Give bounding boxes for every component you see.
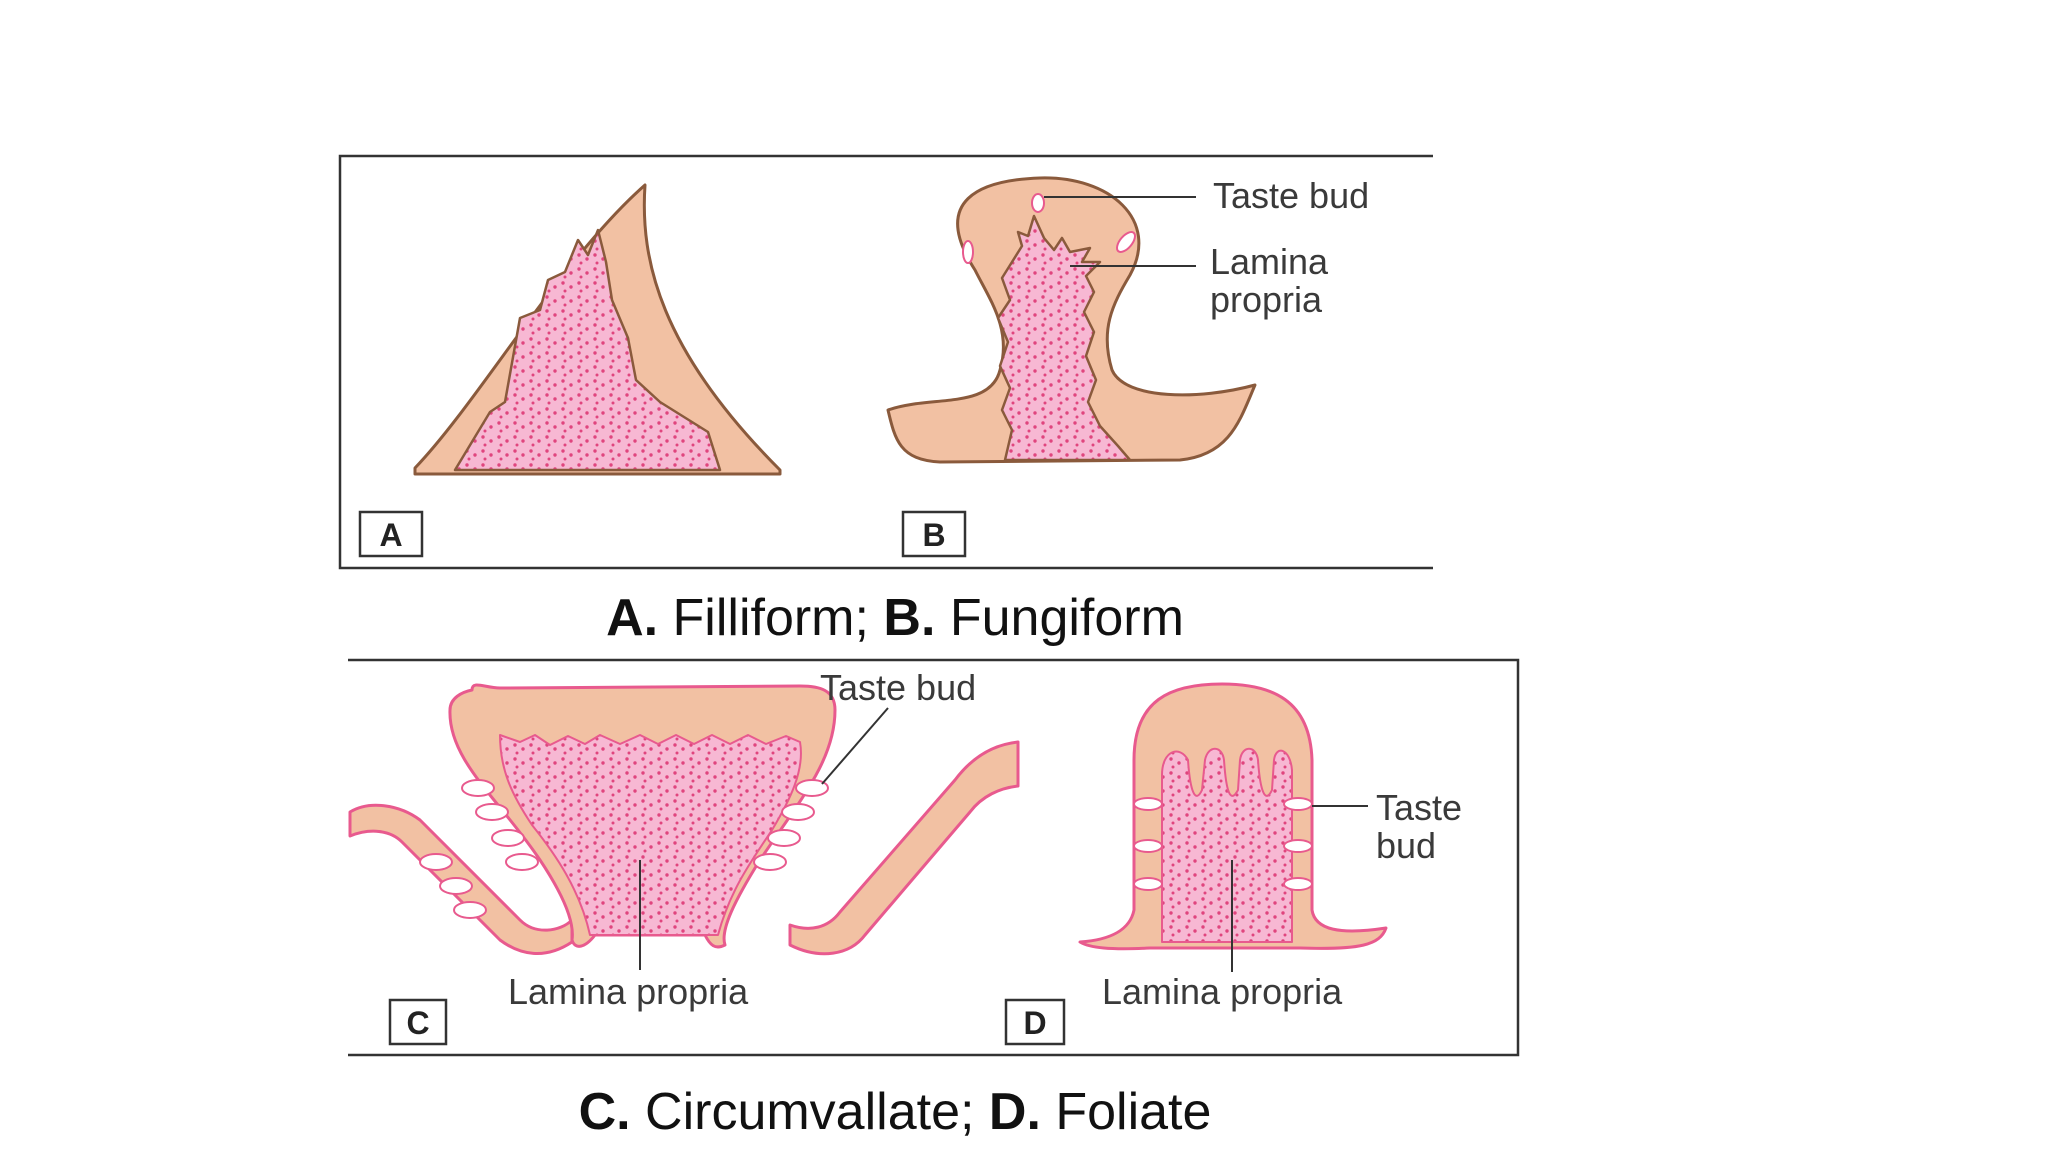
panel-b-letter-box: B [901,510,967,558]
caption-c-name: Circumvallate; [645,1083,975,1141]
panel-c-letter: C [406,1005,429,1041]
caption-bottom: C. Circumvallate; D. Foliate [0,1082,1790,1142]
taste-bud-top [1031,193,1045,213]
bottom-figure-frame [348,658,1520,1057]
caption-top: A. Filliform; B. Fungiform [0,588,1790,648]
caption-a-letter: A. [606,589,659,647]
caption-b-letter: B. [883,589,936,647]
label-lamina-b-line1: Lamina [1210,241,1329,282]
label-taste-bud-c: Taste bud [820,667,976,708]
circumvallate-papilla-drawing [348,683,1020,970]
caption-d-letter: D. [988,1083,1041,1141]
panel-d-letter: D [1023,1005,1046,1041]
panel-b-letter: B [922,517,945,553]
caption-c-letter: C. [578,1083,631,1141]
label-taste-d-line2: bud [1376,825,1436,866]
taste-bud-left [962,240,974,264]
panel-a-letter-box: A [358,510,424,558]
caption-a-name: Filliform; [672,589,869,647]
circumvallate-lamina-propria [499,734,802,936]
caption-d-name: Foliate [1055,1083,1212,1141]
filiform-papilla-drawing [413,183,782,476]
top-figure-frame [338,154,1433,570]
label-taste-d-line1: Taste [1376,787,1462,828]
filiform-lamina-propria [453,228,722,472]
taste-bud-right [1116,231,1136,253]
label-taste-bud-b: Taste bud [1213,175,1369,216]
label-lamina-d: Lamina propria [1102,971,1343,1012]
foliate-lamina-propria [1161,747,1293,943]
fungiform-lamina-propria [996,214,1132,462]
label-lamina-b-line2: propria [1210,279,1323,320]
panel-c-letter-box: C [388,998,448,1046]
caption-b-name: Fungiform [949,589,1184,647]
label-lamina-c: Lamina propria [508,971,749,1012]
panel-d-letter-box: D [1004,998,1066,1046]
fungiform-papilla-drawing [886,176,1257,464]
foliate-papilla-drawing [1078,682,1388,972]
panel-a-letter: A [379,517,402,553]
